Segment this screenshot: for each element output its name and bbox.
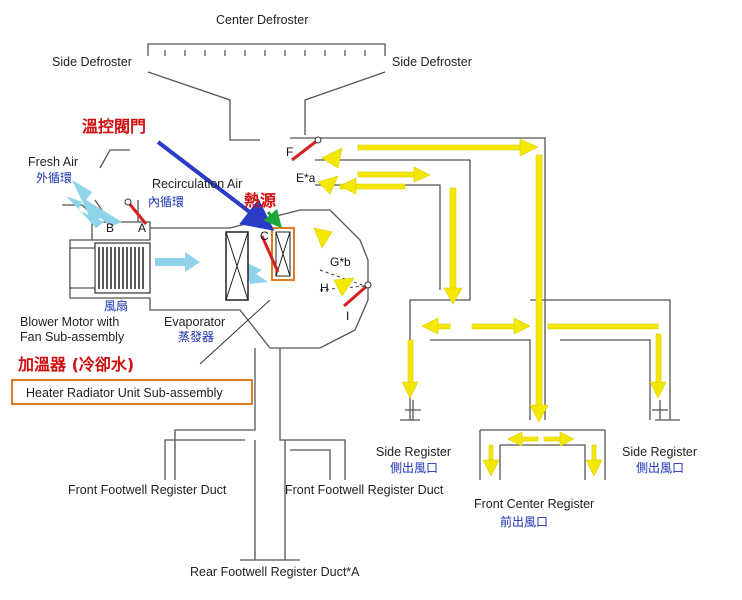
- side-register-right-zh-label: 側出風口: [636, 461, 684, 475]
- heater-radiator-callout: Heater Radiator Unit Sub-assembly: [11, 379, 253, 405]
- front-center-register-zh-label: 前出風口: [500, 514, 548, 529]
- letter-i: I: [346, 309, 349, 323]
- labels: Center Defroster Side Defroster Side Def…: [17, 13, 472, 374]
- fresh-air-label: Fresh Air: [28, 155, 78, 169]
- register-labels: Side Register 側出風口 Side Register 側出風口 Fr…: [68, 445, 697, 579]
- letter-c: C: [260, 229, 269, 243]
- letter-h: H: [320, 281, 329, 295]
- damper-i: [343, 283, 369, 308]
- blower-motor-label-line1: Blower Motor with: [20, 315, 119, 329]
- dampers: [124, 136, 372, 308]
- front-center-register-label: Front Center Register: [474, 497, 594, 511]
- blower-motor-fan: [69, 242, 151, 294]
- damper-f: [291, 138, 319, 162]
- front-footwell-left-label: Front Footwell Register Duct: [68, 483, 227, 497]
- fresh-air-arrow: [72, 180, 122, 226]
- evaporator-outflow-arrow: [245, 262, 268, 284]
- evaporator-label: Evaporator: [164, 315, 225, 329]
- evaporator-core: [225, 231, 249, 301]
- side-register-left-zh-label: 側出風口: [390, 461, 438, 475]
- rear-footwell-label: Rear Footwell Register Duct*A: [190, 565, 360, 579]
- side-register-right-label: Side Register: [622, 445, 697, 459]
- recirculation-air-label: Recirculation Air: [152, 177, 242, 191]
- heater-radiator-label: Heater Radiator Unit Sub-assembly: [26, 386, 223, 400]
- letter-b: B: [106, 221, 114, 235]
- damper-c: [260, 235, 280, 273]
- side-register-left-label: Side Register: [376, 445, 451, 459]
- letter-g: G*b: [330, 255, 351, 269]
- heater-core: [199, 227, 295, 365]
- front-footwell-right-label: Front Footwell Register Duct: [285, 483, 444, 497]
- heat-source-pointer-arrow: [263, 208, 282, 229]
- fresh-air-arrow-2: [66, 196, 104, 228]
- center-defroster-label: Center Defroster: [216, 13, 308, 27]
- duct-outlines: [62, 43, 680, 561]
- letter-f: F: [286, 145, 293, 159]
- recirculation-air-zh-label: 內循環: [148, 195, 184, 209]
- fresh-air-zh-label: 外循環: [36, 171, 72, 185]
- side-defroster-left-label: Side Defroster: [52, 55, 132, 69]
- temp-valve-pointer-arrow: [156, 140, 275, 231]
- damper-a: [126, 201, 148, 225]
- letter-e: E*a: [296, 171, 316, 185]
- side-defroster-right-label: Side Defroster: [392, 55, 472, 69]
- evaporator-zh-label: 蒸發器: [178, 329, 214, 344]
- blower-outflow-arrow: [155, 252, 200, 272]
- conditioned-air-flow-arrows: [313, 138, 667, 477]
- blower-motor-label-line2: Fan Sub-assembly: [20, 330, 125, 344]
- damper-letters: A B C E*a F G*b H I: [106, 145, 351, 323]
- fresh-air-flow-arrows: [66, 180, 268, 284]
- temp-valve-label: 溫控閥門: [82, 117, 146, 136]
- fan-zh-label: 風扇: [104, 298, 128, 313]
- letter-a: A: [138, 221, 146, 235]
- heater-zh-label: 加溫器 (冷卻水): [17, 355, 134, 374]
- heat-source-label: 熱源: [244, 191, 276, 210]
